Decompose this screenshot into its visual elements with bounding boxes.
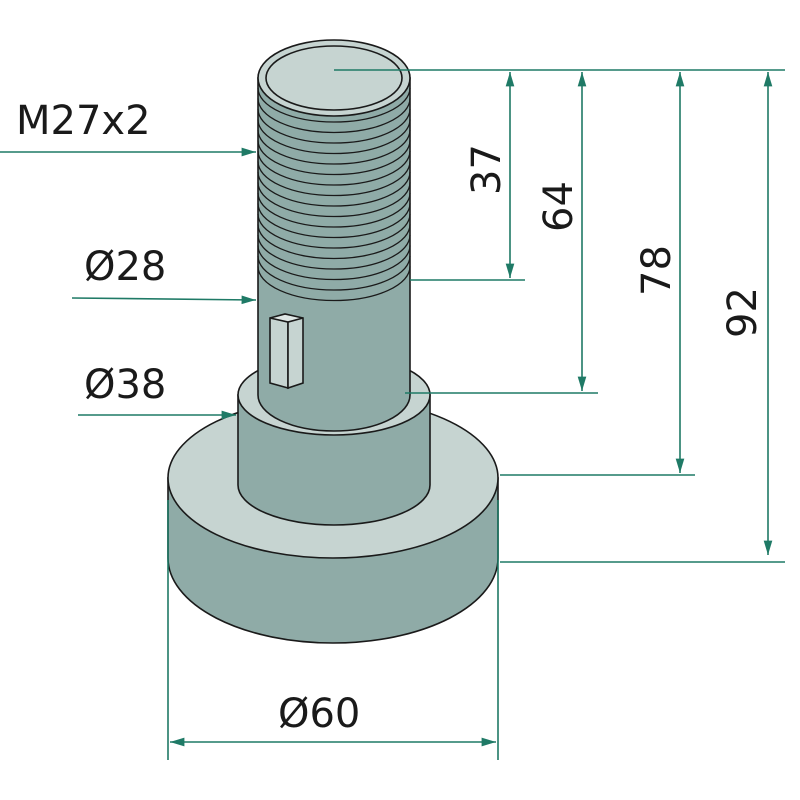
thread-ridge bbox=[257, 119, 411, 155]
thread-ridge bbox=[257, 140, 411, 176]
thread-label: M27x2 bbox=[16, 98, 151, 144]
thread-ridge bbox=[257, 245, 411, 281]
thread-ridge bbox=[257, 182, 411, 218]
thread-ridge bbox=[257, 192, 411, 228]
thread-ridge bbox=[257, 266, 411, 302]
dimension-lines bbox=[0, 69, 785, 760]
thread-ridge bbox=[257, 224, 411, 260]
thread-ridge bbox=[257, 98, 411, 134]
thread-ridge bbox=[257, 129, 411, 165]
length-92-label: 92 bbox=[720, 287, 766, 338]
thread-ridge bbox=[257, 203, 411, 239]
length-64-label: 64 bbox=[536, 181, 582, 232]
thread-ridge bbox=[257, 234, 411, 270]
thread-ridge bbox=[257, 150, 411, 186]
diameter-28-label: Ø28 bbox=[84, 244, 166, 290]
thread-ridge bbox=[257, 255, 411, 291]
diameter-38-label: Ø38 bbox=[84, 362, 166, 408]
thread-ridge bbox=[257, 213, 411, 249]
thread-ridge bbox=[257, 161, 411, 197]
key bbox=[269, 313, 304, 390]
thread-ridge bbox=[257, 171, 411, 207]
thread-ridge bbox=[257, 108, 411, 144]
thread-ridge bbox=[257, 87, 411, 123]
length-78-label: 78 bbox=[634, 245, 680, 296]
diameter-60-label: Ø60 bbox=[278, 691, 360, 737]
length-37-label: 37 bbox=[464, 144, 510, 195]
